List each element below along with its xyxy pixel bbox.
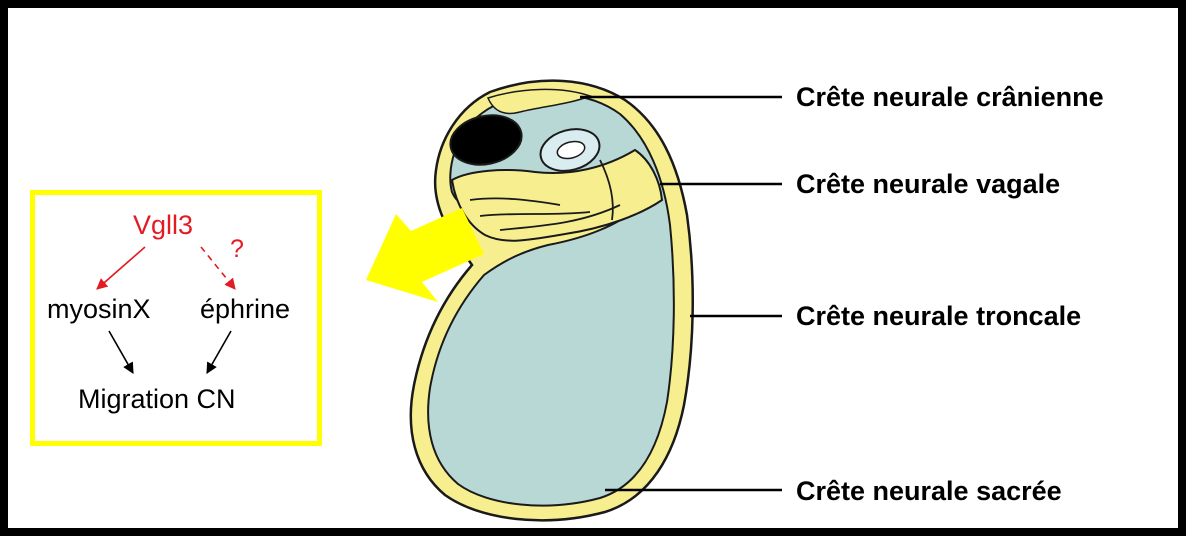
label-trunk-neural-crest: Crête neurale troncale	[796, 303, 1081, 330]
label-sacral-neural-crest: Crête neurale sacrée	[796, 478, 1062, 505]
vgll3-label: Vgll3	[133, 212, 193, 239]
ephrine-label: éphrine	[200, 296, 290, 323]
arrow-vgll3-to-myosinx	[97, 247, 145, 289]
question-mark: ?	[230, 237, 244, 262]
label-vagal-neural-crest: Crête neurale vagale	[796, 171, 1060, 198]
myosinx-label: myosinX	[47, 296, 151, 323]
label-cranial-neural-crest: Crête neurale crânienne	[796, 84, 1104, 111]
migration-label: Migration CN	[78, 386, 236, 413]
pathway-inset: Vgll3 ? myosinX éphrine Migration CN	[30, 190, 322, 446]
arrow-ephrine-to-migration	[207, 331, 231, 373]
arrow-myosinx-to-migration	[109, 331, 133, 373]
